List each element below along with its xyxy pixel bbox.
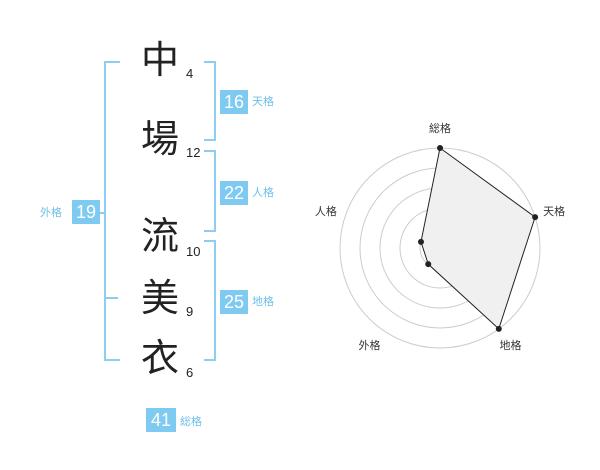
radar-point-1 [437,145,443,151]
radar-axis-label-1: 総格 [429,121,451,135]
radar-point-3 [495,325,502,332]
chikaku-bracket [204,240,216,361]
chikaku-label: 地格 [252,295,274,308]
stroke-count-2: 12 [186,145,201,160]
radar-point-4 [425,261,432,268]
stroke-count-4: 9 [186,304,194,319]
radar-axis-label-4: 外格 [358,338,380,352]
radar-axis-label-2: 天格 [543,204,565,218]
radar-axis-label-5: 人格 [315,204,337,218]
radar-shape [420,147,536,330]
soukaku-label: 総格 [180,415,202,428]
name-char-2: 場 [140,117,179,161]
radar-axis-label-3: 地格 [500,338,522,352]
radar-point-2 [532,214,539,221]
name-char-1: 中 [140,38,179,82]
tenkaku-label: 天格 [252,95,274,108]
stroke-count-3: 10 [186,244,201,259]
tenkaku-bracket [204,61,216,141]
stroke-count-1: 4 [186,66,194,81]
gaikaku-bracket [104,61,120,361]
soukaku-value-box: 41 [146,408,176,432]
jinkaku-value-box: 22 [220,181,248,205]
jinkaku-label: 人格 [252,186,274,199]
name-char-5: 衣 [140,336,179,380]
gaikaku-bracket-split [104,297,118,299]
gaikaku-label: 外格 [40,206,62,219]
stroke-count-5: 6 [186,365,194,380]
radar-point-5 [417,238,424,245]
jinkaku-bracket [204,150,216,232]
name-char-4: 美 [140,276,179,320]
chikaku-value-box: 25 [220,290,248,314]
gaikaku-value-box: 19 [72,200,100,224]
tenkaku-value-box: 16 [220,90,248,114]
name-char-3: 流 [140,214,179,258]
